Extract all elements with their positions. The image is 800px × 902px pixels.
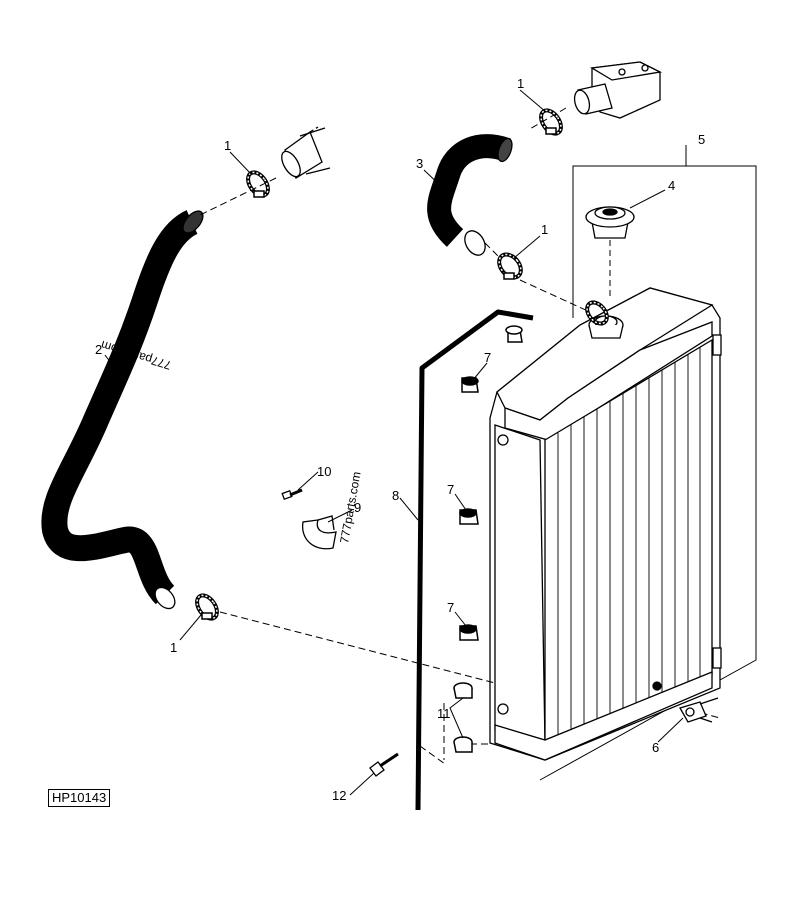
hose-clamp-middle [497,252,523,280]
hose-clamp-upper-right [539,108,563,136]
figure-id-label: HP10143 [48,789,111,807]
callout-7-middle: 7 [447,482,454,497]
tube-clip-lower [459,624,479,641]
callout-labels: 1 1 1 1 2 3 4 5 6 7 7 7 8 9 10 11 12 [95,76,705,803]
callout-1-lower: 1 [170,640,177,655]
radiator-cap [585,206,635,300]
tube-clip-upper [461,376,479,393]
callout-1-upper-right: 1 [517,76,524,91]
callout-11: 11 [437,706,451,721]
tube-clip-top [505,325,523,343]
callout-10: 10 [317,464,331,479]
bolt-12 [369,752,399,777]
hose-clamp-lower [195,593,219,621]
callout-7-lower: 7 [447,600,454,615]
radiator-bottom-tank [494,671,713,761]
overflow-tube [415,309,534,811]
small-hardware [281,488,337,550]
callout-5: 5 [698,132,705,147]
lower-hose [41,210,204,610]
callout-3: 3 [416,156,423,171]
tube-clips [459,325,523,641]
radiator-tank-front [504,321,713,441]
hose-clamp-upper-left [246,170,270,198]
hose-clamp-radiator-inlet [585,300,609,326]
tube-clip-middle [459,508,479,525]
callout-2: 2 [95,342,102,357]
bracket-clamp-lower [453,736,473,753]
leader-lines [104,89,687,796]
radiator-assembly [489,165,757,781]
engine-outlet-pipe [199,126,331,216]
callout-7-upper: 7 [484,350,491,365]
drain-valve [679,697,719,723]
thermostat-housing [527,61,663,131]
callout-12: 12 [332,788,346,803]
strap-9 [302,515,337,550]
callout-1-upper-left: 1 [224,138,231,153]
callout-6: 6 [652,740,659,755]
bracket-clamp-upper [453,682,473,699]
callout-1-middle: 1 [541,222,548,237]
callout-8: 8 [392,488,399,503]
callout-9: 9 [354,500,361,515]
upper-hose [427,134,513,256]
screw-10 [281,488,303,501]
callout-4: 4 [668,178,675,193]
bracket-clamps [453,682,473,753]
radiator-side-tank [494,424,546,746]
radiator-fins [557,347,701,740]
